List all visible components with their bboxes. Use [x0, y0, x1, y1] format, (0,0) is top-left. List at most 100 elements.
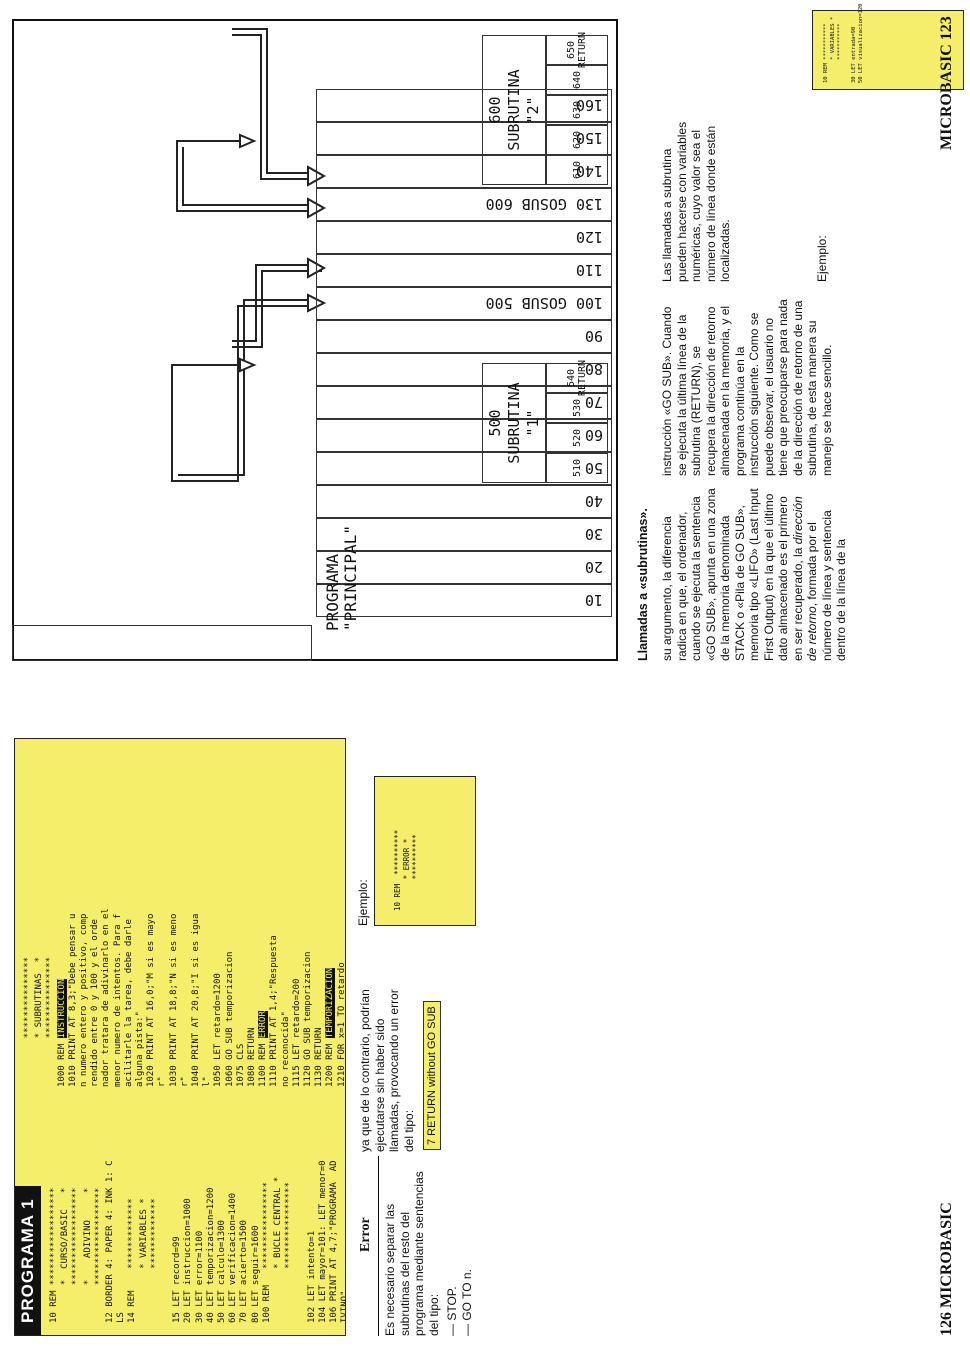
left-example-box: 10 REM ********** * ERROR * ********** [374, 776, 476, 926]
subroutine-header-line: "1" [523, 409, 542, 437]
code-line: ****************** [93, 1187, 104, 1323]
diagram-arrows [171, 28, 327, 482]
code-line: LS [116, 1312, 127, 1323]
main-program-row: 90 [316, 320, 612, 353]
main-row [12, 625, 312, 661]
main-program-row: 130 GOSUB 600 [316, 188, 612, 221]
text-column-b: instrucción «GO SUB». Cuando se ejecuta … [660, 299, 834, 476]
code-line: 1060 GO SUB temporizacion [224, 951, 235, 1087]
code-line: 10 REM ****************** [49, 1187, 59, 1323]
code-line: * VARIABLES * [830, 16, 836, 83]
code-line [161, 1139, 172, 1323]
code-column-1: 10 REM ****************** * CURSO/BASIC … [49, 1139, 346, 1323]
code-line: * SUBRUTINAS * [34, 956, 45, 1087]
main-program-row: 10 [316, 584, 612, 617]
code-line: 80 LET seguir=1600 [250, 1225, 261, 1323]
subroutine-row: 640 [546, 65, 608, 95]
code-line: 1075 CLS [235, 1043, 246, 1087]
code-line: 1010 PRINT AT 8,3;"Debe pensar u [67, 913, 78, 1087]
code-line: ****************** [71, 1187, 82, 1323]
footer-left: 126 MICROBASIC [938, 1202, 955, 1336]
program-tag: PROGRAMA 1 [15, 1186, 41, 1335]
code-line: 30 LET error=1100 [194, 1230, 205, 1323]
code-line: 50 LET visualizacion=120 [858, 3, 864, 83]
code-column-2: *************** * SUBRUTINAS * *********… [23, 908, 346, 1087]
main-program-row: 20 [316, 551, 612, 584]
code-line: 1115 LET retardo=200 [291, 978, 302, 1087]
highlighted-label: ERROR [258, 1011, 269, 1039]
code-line: 1080 RETURN [247, 1027, 258, 1087]
left-example-code: 10 REM ********** * ERROR * ********** [393, 829, 420, 911]
code-line: nador tratara de adivinarlo en el [101, 908, 112, 1087]
code-line: * BUCLE CENTRAL * [273, 1176, 284, 1323]
subroutine-row: 620 [546, 125, 608, 155]
main-program-row: 110 [316, 254, 612, 287]
code-line: 70 LET acierto=1500 [239, 1220, 250, 1323]
code-line: 1200 REM TEMPORIZACION [325, 967, 336, 1087]
code-line: 30 LET entrada=90 [851, 26, 857, 83]
code-line: 106 PRINT AT 4,7;"PROGRAMA AD [329, 1160, 340, 1323]
code-line: 1050 LET retardo=1200 [213, 973, 224, 1087]
code-line: 1000 REM INSTRUCCION [56, 978, 67, 1087]
text-column-c: Las llamadas a subrutina pueden hacerse … [660, 121, 732, 282]
call-arrow-600 [176, 140, 312, 212]
code-line: n numero entero y positivo, comp [79, 913, 90, 1087]
code-line: **************** [284, 1182, 295, 1323]
code-line: 1120 GO SUB temporizacion [303, 951, 314, 1087]
right-example-code: 10 REM *********** * VARIABLES * *******… [823, 3, 865, 83]
error-list-item-1: — STOP. [445, 1286, 459, 1336]
code-line: 1030 PRINT AT 18,8;"N si es meno [168, 913, 179, 1087]
main-program-row: 30 [316, 518, 612, 551]
code-line: 1110 PRINT AT 1,4;"Respuesta [269, 935, 280, 1087]
subroutine-row: 530 [546, 393, 608, 423]
right-example-label: Ejemplo: [815, 235, 829, 282]
code-line: 60 LET verificacion=1400 [228, 1192, 239, 1323]
code-line: 104 LET mayor=101: LET menor=0 [317, 1160, 328, 1323]
text-column-a: su argumento, la diferencia radica en qu… [660, 488, 848, 661]
code-line: ************* [149, 1198, 160, 1323]
code-line: 14 REM ************* [127, 1198, 138, 1323]
main-program-label: PROGRAMA "PRINCIPAL" [323, 525, 360, 631]
code-line: *********** [837, 23, 843, 83]
error-paragraph-block: Es necesario separar las subrutinas del … [383, 1160, 474, 1336]
code-line: rendido entre 0 y 100 y el orde [90, 919, 101, 1087]
code-line: r" [179, 1076, 190, 1087]
code-line: 1210 FOR x=1 TO retardo [336, 962, 346, 1087]
left-example-label: Ejemplo: [356, 879, 370, 926]
main-program-row: 120 [316, 221, 612, 254]
code-line: IVINO" [340, 1290, 346, 1323]
error-list-item-2: — GO TO n. [459, 1269, 474, 1336]
subroutine-row: 630 [546, 95, 608, 125]
subroutine-header-line: SUBRUTINA [504, 382, 523, 464]
code-line: 15 LET record=99 [172, 1236, 183, 1323]
code-line: 12 BORDER 4: PAPER 4: INK 1: C [105, 1160, 116, 1323]
code-line: r" [157, 1076, 168, 1087]
subroutine-row: 540 RETURN [546, 360, 608, 396]
code-line: 100 REM **************** [261, 1182, 272, 1323]
error-paragraph-2: ya que de lo contrario, podrían ejecutar… [358, 989, 416, 1152]
main-program-row: 40 [316, 485, 612, 518]
highlighted-label: TEMPORIZACION [325, 967, 336, 1039]
code-line: 1040 PRINT AT 20,8;"I si es igua [191, 913, 202, 1087]
subroutine-row: 520 [546, 423, 608, 453]
code-line: 10 REM *********** [823, 23, 829, 83]
footer-right: MICROBASIC 123 [938, 16, 955, 150]
main-program-row: 100 GOSUB 500 [316, 287, 612, 320]
subroutine-header-line: "2" [523, 96, 542, 124]
code-line: *************** [23, 956, 33, 1087]
highlighted-label: INSTRUCCION [56, 978, 67, 1039]
subroutine-header-line: 600 [485, 96, 504, 124]
subroutine-row: 610 [546, 155, 608, 185]
code-line: 1130 RETURN [314, 1027, 325, 1087]
code-line: * ADIVINO * [82, 1187, 93, 1323]
code-line: l" [202, 1076, 213, 1087]
code-line: 40 LET temporizacion=1200 [205, 1187, 216, 1323]
program-listing-box: PROGRAMA 1 10 REM ****************** * C… [14, 738, 346, 1336]
code-line [844, 11, 851, 83]
code-line: no reconocida" [280, 1011, 291, 1087]
error-message-box: 7 RETURN without GO SUB [423, 1001, 441, 1150]
